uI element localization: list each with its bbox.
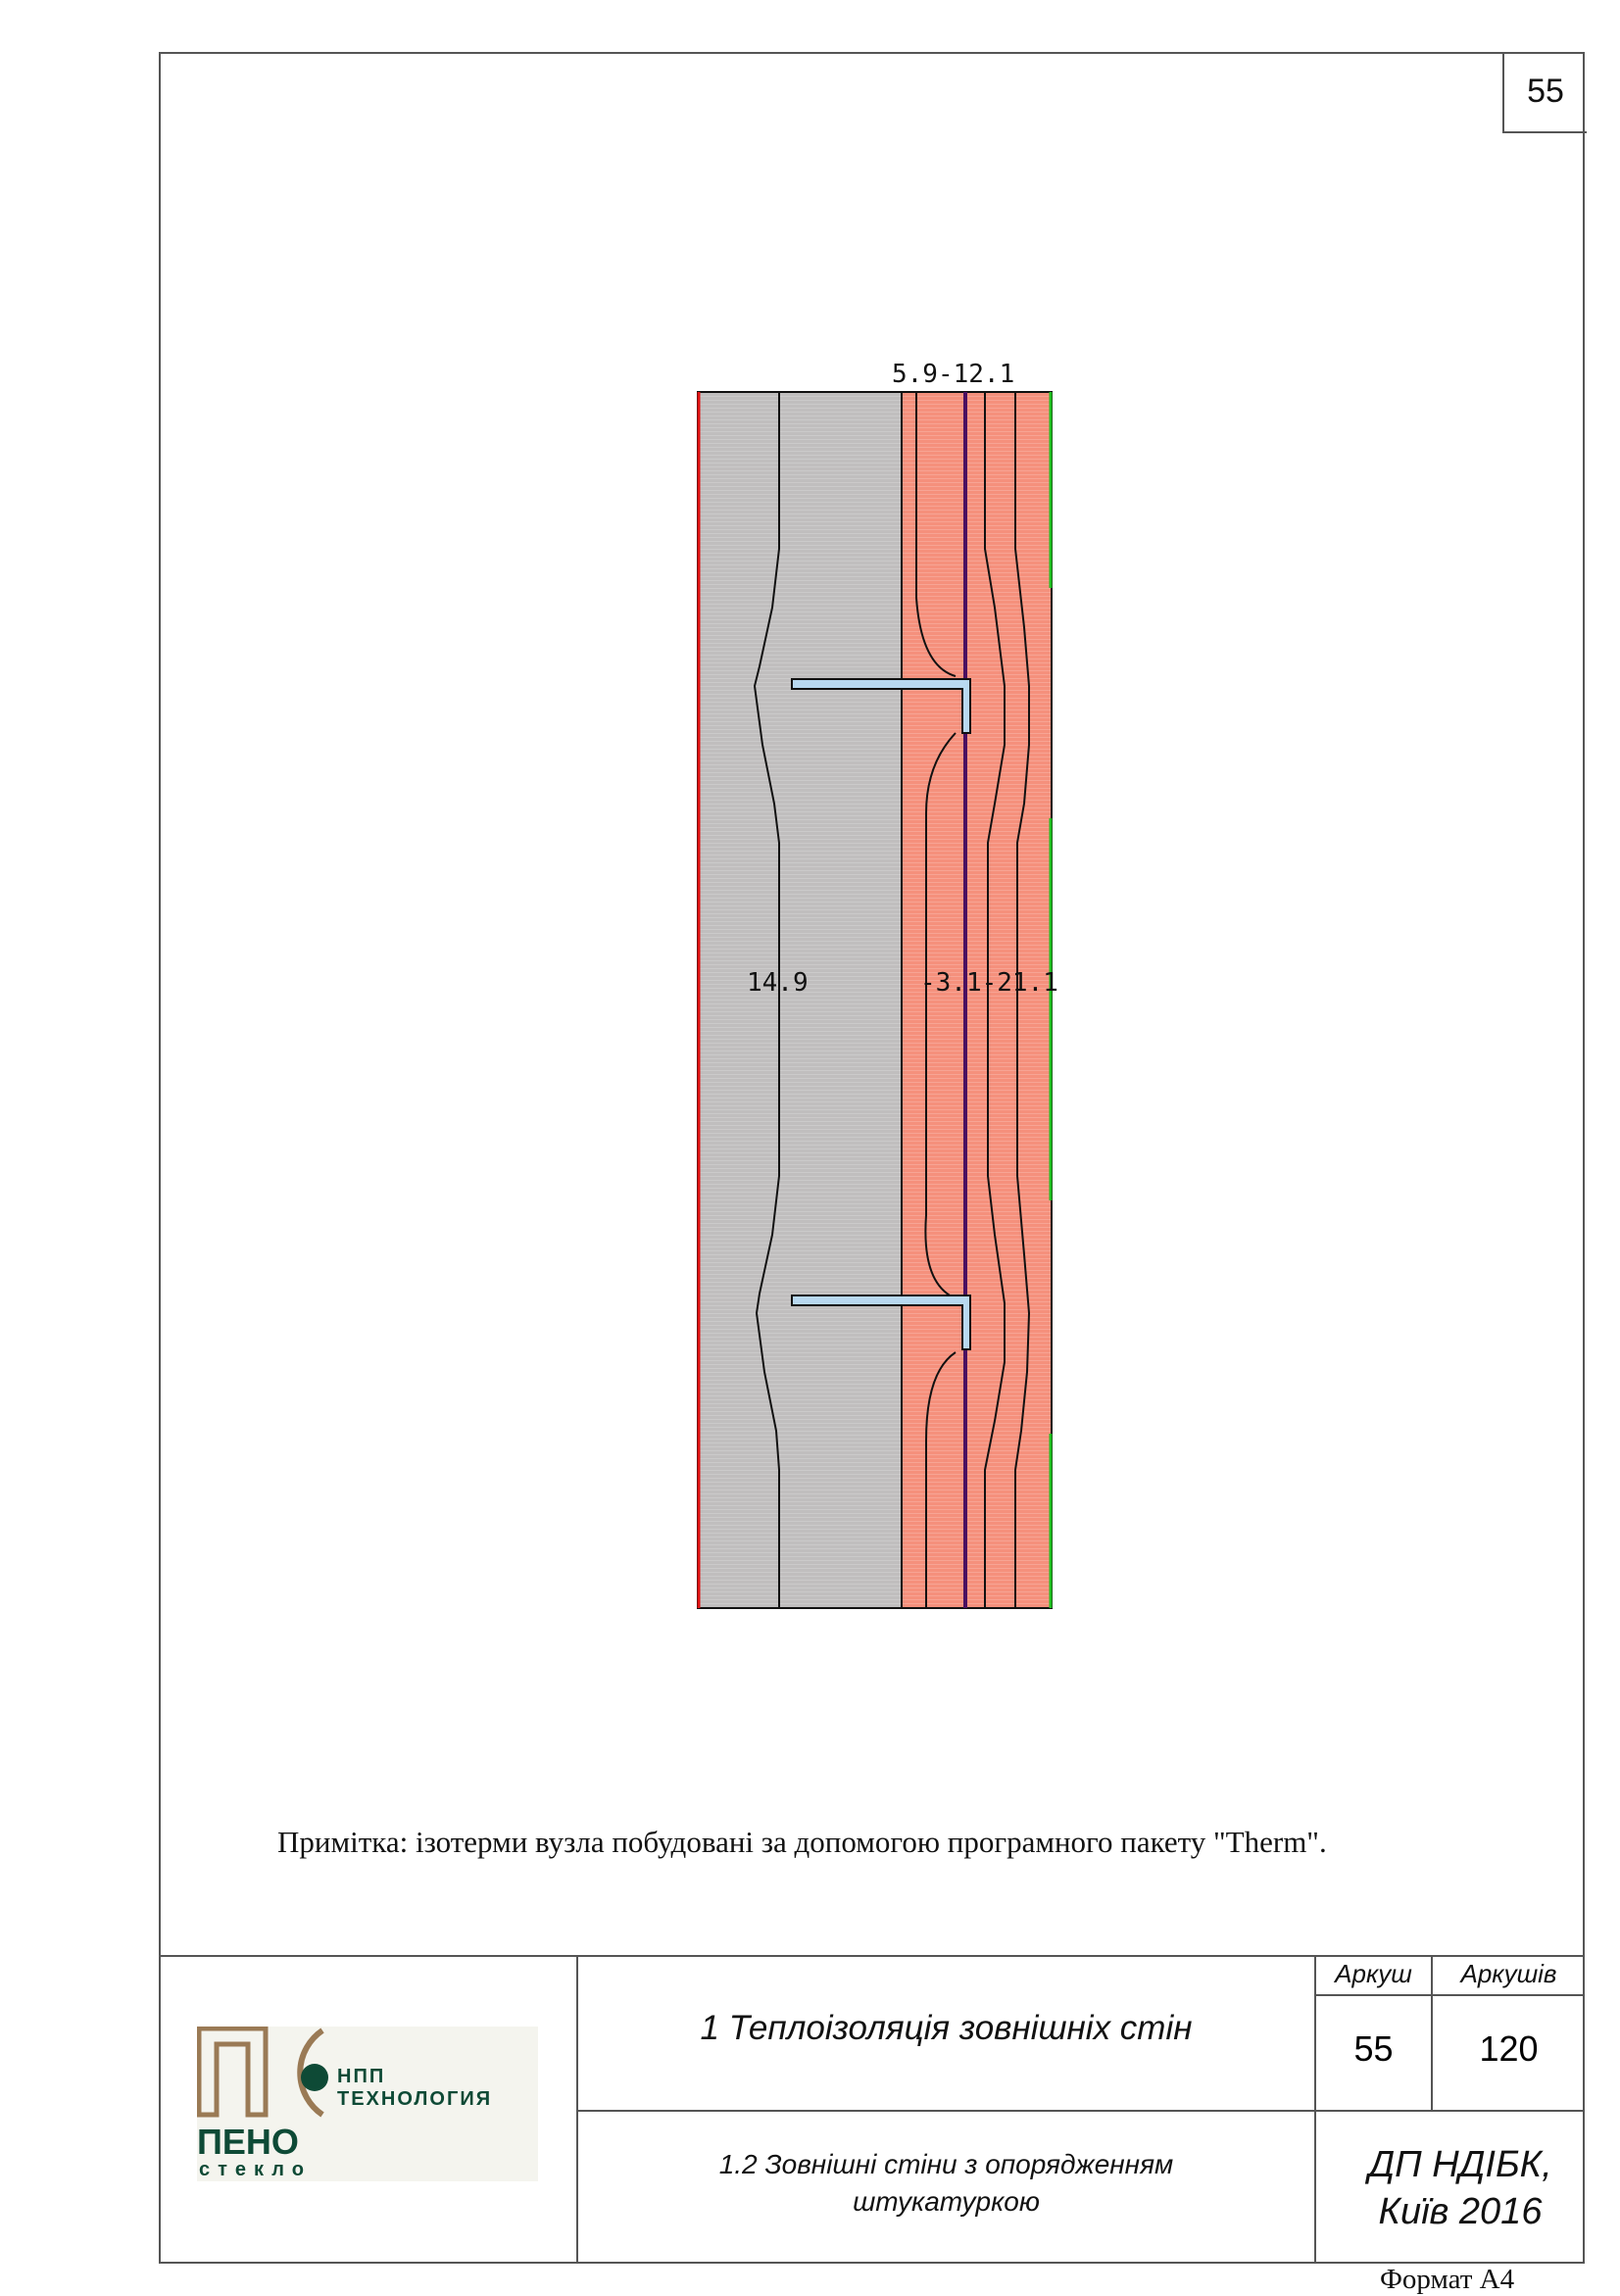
- sheet-number: 55: [1353, 2028, 1394, 2069]
- isotherm-label-exterior: -3.1-21.1: [920, 968, 1058, 998]
- page-number: 55: [1502, 52, 1587, 133]
- drawing-frame: [159, 52, 1585, 2264]
- subsection-title: 1.2 Зовнішні стіни з опорядженням штукат…: [718, 2149, 1174, 2217]
- anchor-bottom: [791, 1295, 971, 1350]
- organization: ДП НДІБК, Київ 2016: [1368, 2144, 1552, 2232]
- paper-format: Формат А4: [1380, 2264, 1515, 2295]
- logo-brand-top: ПЕНО: [197, 2122, 299, 2162]
- figure-note: Примітка: ізотерми вузла побудовані за д…: [277, 1825, 1327, 1859]
- isotherm: [753, 392, 780, 1608]
- isotherm-label-top: 5.9-12.1: [892, 360, 1015, 389]
- isotherm: [984, 392, 1006, 1608]
- divider: [576, 1955, 578, 2264]
- section-title: 1 Теплоізоляція зовнішніх стін: [700, 2009, 1193, 2047]
- title-block-top-line: [159, 1955, 1585, 1957]
- divider: [1431, 1955, 1433, 2112]
- logo-mark: [196, 2026, 328, 2118]
- divider: [576, 2110, 1585, 2112]
- company-logo: НПП ТЕХНОЛОГИЯ ПЕНО стекло: [196, 2026, 538, 2181]
- logo-company: НПП ТЕХНОЛОГИЯ: [337, 2066, 493, 2110]
- isotherm: [1014, 392, 1031, 1608]
- isotherm: [915, 392, 957, 1608]
- isotherms: [753, 392, 1031, 1608]
- sheets-label: Аркушів: [1460, 1959, 1557, 1988]
- sheets-count: 120: [1479, 2028, 1539, 2069]
- sheet-label: Аркуш: [1335, 1959, 1412, 1988]
- divider: [1314, 1955, 1316, 2264]
- divider: [1314, 1994, 1585, 1996]
- anchor-top: [791, 678, 971, 734]
- isotherm-label-interior: 14.9: [747, 968, 809, 998]
- logo-brand-bottom: стекло: [199, 2159, 312, 2180]
